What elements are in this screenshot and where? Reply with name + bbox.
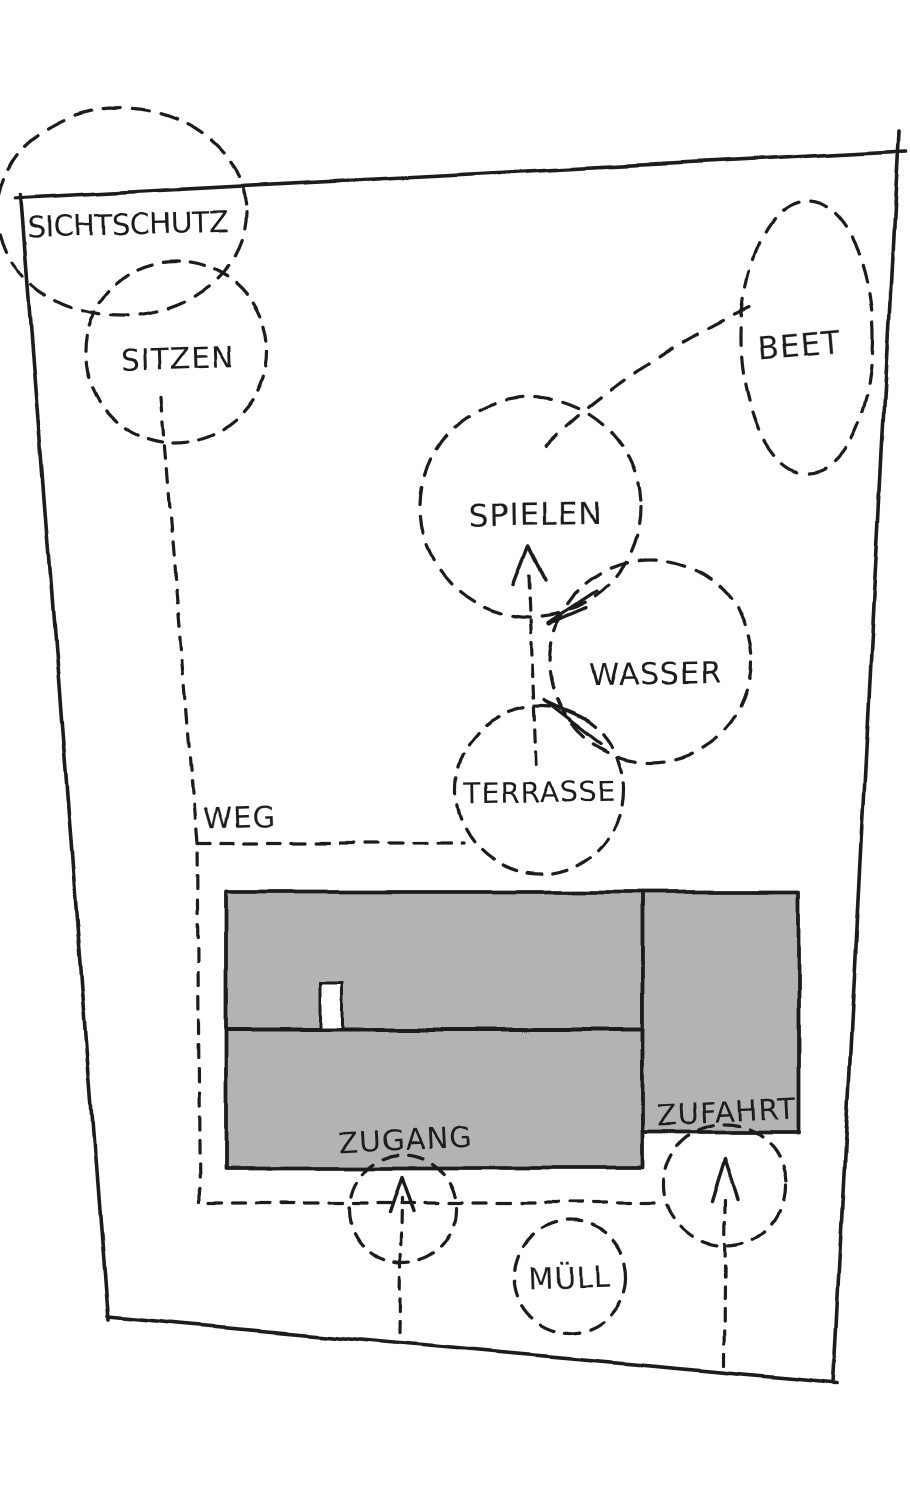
boundary-bottom bbox=[105, 1315, 839, 1385]
zone-sichtschutz-circle bbox=[0, 106, 249, 318]
boundary-top bbox=[14, 149, 908, 200]
boundary-left bbox=[19, 192, 110, 1322]
label-wasser: WASSER bbox=[589, 656, 722, 693]
label-zugang: ZUGANG bbox=[338, 1120, 473, 1161]
sketch-labels: SICHTSCHUTZ SITZEN BEET SPIELEN WASSER T… bbox=[27, 205, 842, 1297]
zone-muell-circle bbox=[512, 1219, 628, 1335]
zone-spielen-circle bbox=[419, 395, 643, 619]
label-terrasse: TERRASSE bbox=[462, 775, 617, 811]
label-zufahrt: ZUFAHRT bbox=[656, 1091, 797, 1132]
zone-sitzen-circle bbox=[83, 259, 269, 445]
wasser-arrow-lower bbox=[542, 698, 603, 746]
weg-path bbox=[159, 396, 663, 1205]
label-sichtschutz: SICHTSCHUTZ bbox=[27, 205, 228, 244]
weg-path-main bbox=[159, 396, 663, 1205]
arrows bbox=[388, 543, 740, 1368]
terrasse-spielen-arrow-tail bbox=[527, 573, 538, 766]
label-spielen: SPIELEN bbox=[468, 496, 603, 534]
label-sitzen: SITZEN bbox=[120, 340, 235, 379]
zone-beet-ellipse bbox=[739, 199, 875, 475]
zufahrt-arrow-head bbox=[710, 1156, 740, 1203]
property-boundary bbox=[14, 129, 908, 1385]
zone-zufahrt-circle bbox=[662, 1122, 788, 1248]
zone-bubbles bbox=[0, 106, 875, 1335]
boundary-right bbox=[831, 129, 901, 1385]
zone-zugang-circle bbox=[347, 1153, 459, 1265]
entrance-marker bbox=[318, 981, 344, 1032]
zugang-arrow-tail bbox=[398, 1196, 404, 1335]
label-beet: BEET bbox=[756, 324, 842, 367]
driveway-area bbox=[641, 890, 801, 1134]
wasser-arrow-upper-line2 bbox=[547, 606, 588, 626]
spielen-beet-connector bbox=[544, 305, 752, 448]
zufahrt-arrow-tail bbox=[722, 1191, 727, 1368]
wasser-arrow-upper bbox=[546, 589, 599, 626]
zugang-arrow-head bbox=[388, 1175, 416, 1214]
wasser-arrow-lower-line1 bbox=[542, 698, 603, 746]
terrasse-spielen-arrow-head bbox=[511, 543, 547, 586]
wasser-arrow-lower-line2 bbox=[543, 699, 591, 723]
label-weg: WEG bbox=[203, 799, 277, 836]
sketch-linework bbox=[0, 106, 908, 1385]
building-group bbox=[224, 890, 801, 1170]
zone-wasser-circle bbox=[548, 558, 754, 764]
label-muell: MÜLL bbox=[528, 1260, 612, 1297]
zone-terrasse-circle bbox=[454, 704, 626, 876]
wasser-arrow-upper-line1 bbox=[546, 589, 599, 625]
